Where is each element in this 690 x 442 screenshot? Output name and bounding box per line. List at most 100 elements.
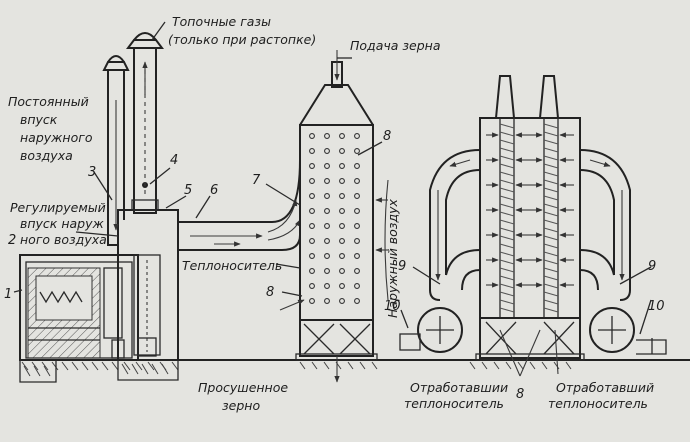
shelf-hatch bbox=[543, 131, 559, 137]
shelf-hatch bbox=[543, 195, 559, 201]
right-dryer-left-duct bbox=[429, 149, 481, 301]
label-spent-right-2: теплоноситель bbox=[548, 396, 648, 411]
furnace bbox=[19, 254, 139, 383]
perforation-hole bbox=[354, 253, 360, 259]
label-const-air-2: впуск bbox=[20, 112, 58, 127]
perforation-hole bbox=[324, 238, 330, 244]
number-7: 7 bbox=[252, 173, 261, 188]
shelf-hatch bbox=[543, 123, 559, 129]
shelf-hatch bbox=[499, 291, 515, 297]
column-holes bbox=[309, 133, 360, 304]
number-3: 3 bbox=[88, 165, 96, 180]
shelf-hatch bbox=[543, 155, 559, 161]
shelf-hatch bbox=[543, 243, 559, 249]
outside-air-inlet-pipe bbox=[102, 55, 130, 246]
shelf-hatch bbox=[499, 267, 515, 273]
shelf-hatch bbox=[499, 187, 515, 193]
perforation-hole bbox=[309, 238, 315, 244]
perforation-hole bbox=[339, 163, 345, 169]
perforation-hole bbox=[354, 178, 360, 184]
shelf-hatch bbox=[499, 195, 515, 201]
perforation-hole bbox=[354, 298, 360, 304]
shelf-hatch bbox=[499, 171, 515, 177]
number-10-left: 10 bbox=[384, 299, 401, 314]
right-dryer-right-duct bbox=[579, 149, 631, 301]
perforation-hole bbox=[339, 238, 345, 244]
leader-lines bbox=[13, 21, 652, 335]
perforation-hole bbox=[309, 133, 315, 139]
shelf-hatch bbox=[543, 179, 559, 185]
perforation-hole bbox=[339, 223, 345, 229]
shelf-hatch bbox=[499, 155, 515, 161]
number-1: 1 bbox=[4, 287, 12, 302]
perforation-hole bbox=[354, 223, 360, 229]
perforation-hole bbox=[324, 208, 330, 214]
perforation-hole bbox=[354, 163, 360, 169]
shelf-hatch bbox=[543, 251, 559, 257]
shelf-hatch bbox=[499, 243, 515, 249]
perforation-hole bbox=[324, 268, 330, 274]
label-reg-air-2: впуск наруж bbox=[20, 216, 104, 231]
number-2: 2 bbox=[8, 233, 16, 248]
perforation-hole bbox=[354, 268, 360, 274]
shelf-hatch bbox=[543, 171, 559, 177]
perforation-hole bbox=[309, 298, 315, 304]
fan-left bbox=[399, 307, 463, 353]
shelf-hatch bbox=[543, 187, 559, 193]
label-const-air-3: наружного bbox=[20, 130, 93, 145]
perforation-hole bbox=[339, 133, 345, 139]
perforation-hole bbox=[324, 178, 330, 184]
shelf-hatch bbox=[499, 227, 515, 233]
perforation-hole bbox=[309, 178, 315, 184]
perforation-hole bbox=[354, 193, 360, 199]
perforation-hole bbox=[339, 208, 345, 214]
perforation-hole bbox=[309, 223, 315, 229]
label-heat-carrier: Теплоноситель bbox=[182, 258, 282, 273]
number-6: 6 bbox=[210, 183, 218, 198]
perforation-hole bbox=[309, 268, 315, 274]
label-dried-grain-2: зерно bbox=[222, 398, 260, 413]
number-8-mid: 8 bbox=[266, 285, 274, 300]
shelf-hatch bbox=[499, 235, 515, 241]
label-const-air-4: воздуха bbox=[20, 148, 73, 163]
shelf-hatch bbox=[499, 259, 515, 265]
shelf-hatch bbox=[499, 179, 515, 185]
perforation-hole bbox=[309, 253, 315, 259]
perforation-hole bbox=[354, 133, 360, 139]
number-9-right: 9 bbox=[648, 259, 656, 274]
shelf-hatch bbox=[499, 299, 515, 305]
shelf-hatch bbox=[543, 259, 559, 265]
shelf-hatch bbox=[543, 219, 559, 225]
shelf-hatch bbox=[543, 227, 559, 233]
fan-right bbox=[589, 307, 667, 355]
shelf-hatch bbox=[499, 211, 515, 217]
shelf-hatch bbox=[543, 235, 559, 241]
perforation-hole bbox=[309, 208, 315, 214]
shelf-hatch bbox=[543, 211, 559, 217]
perforation-hole bbox=[324, 283, 330, 289]
label-const-air-1: Постоянный bbox=[8, 94, 89, 109]
shelf-hatch bbox=[499, 139, 515, 145]
exit-arrows bbox=[334, 329, 559, 383]
shelf-hatch bbox=[499, 251, 515, 257]
text-labels: Топочные газы (только при растопке) Пода… bbox=[8, 14, 654, 413]
ground-line bbox=[20, 359, 690, 371]
reference-numbers: 1 2 3 4 5 6 7 8 8 8 9 9 10 10 bbox=[4, 129, 665, 402]
number-9-left: 9 bbox=[398, 259, 406, 274]
right-dryer-shelves bbox=[486, 123, 574, 313]
shelf-hatch bbox=[543, 267, 559, 273]
shelf-hatch bbox=[543, 307, 559, 313]
label-flue-gases-2: (только при растопке) bbox=[168, 32, 316, 47]
label-outside-air: Наружный воздух bbox=[385, 199, 400, 318]
shelf-hatch bbox=[543, 275, 559, 281]
drying-column bbox=[295, 50, 378, 361]
shelf-hatch bbox=[499, 203, 515, 209]
shelf-hatch bbox=[543, 163, 559, 169]
perforation-hole bbox=[339, 268, 345, 274]
label-reg-air-1: Регулируемый bbox=[10, 200, 106, 215]
perforation-hole bbox=[339, 178, 345, 184]
shelf-hatch bbox=[543, 283, 559, 289]
shelf-hatch bbox=[499, 283, 515, 289]
perforation-hole bbox=[309, 193, 315, 199]
